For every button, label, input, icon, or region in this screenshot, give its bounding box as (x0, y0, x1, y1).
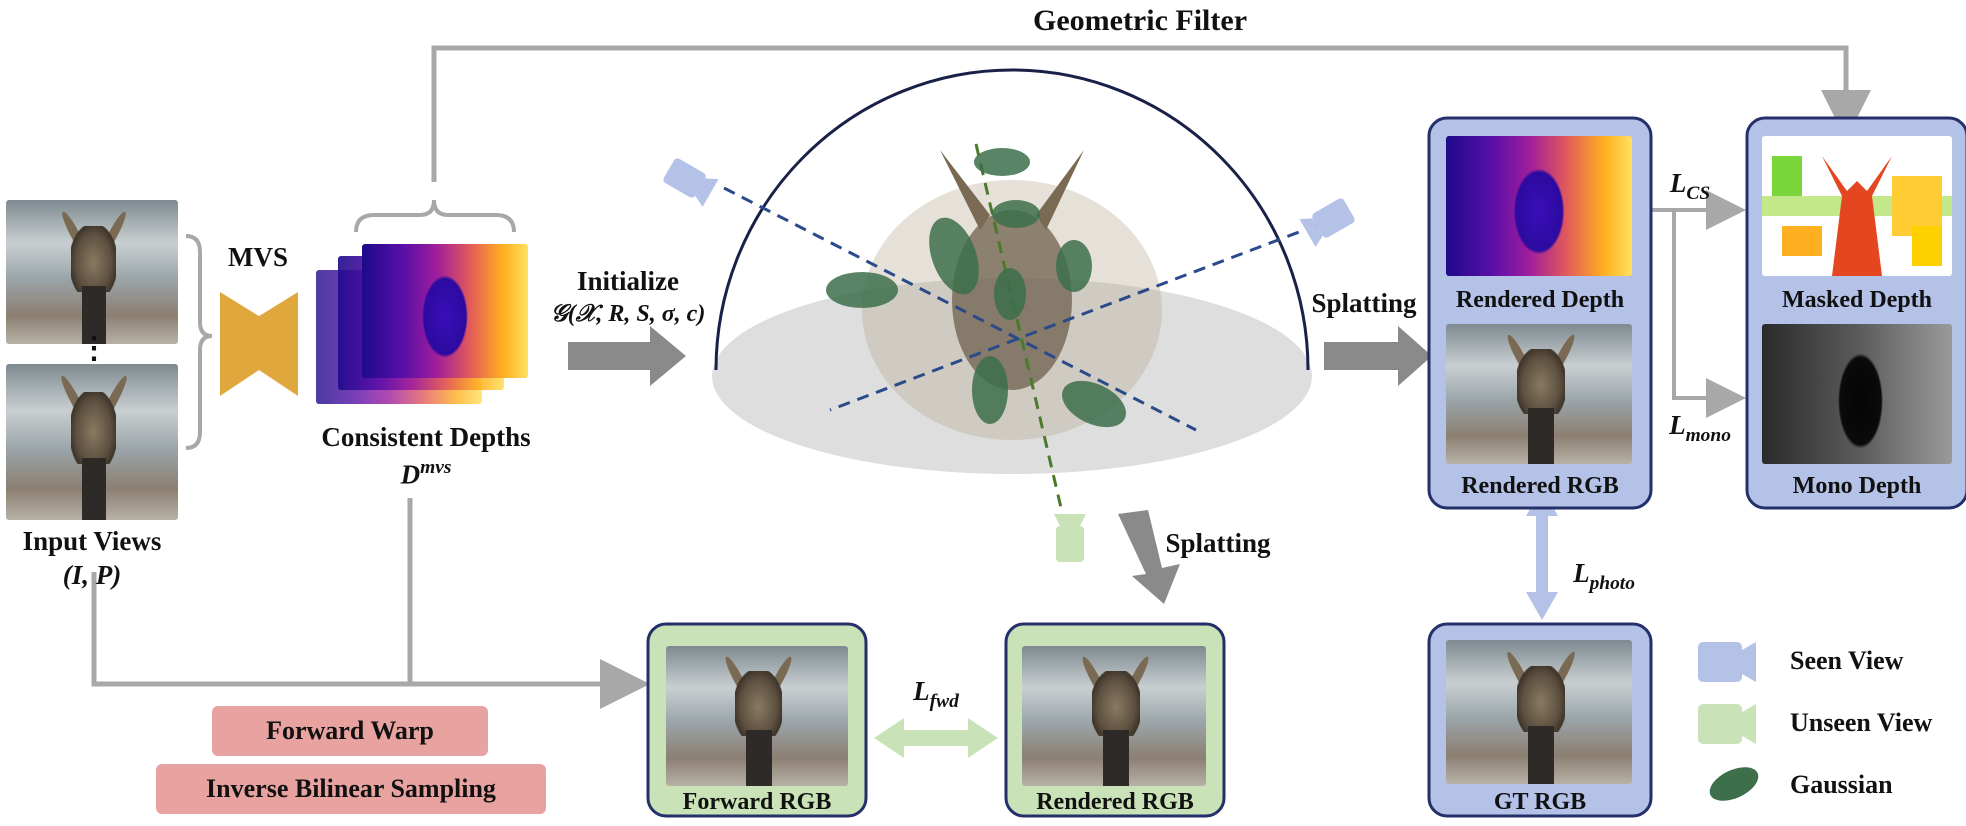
unseen-camera-icon (1054, 514, 1086, 562)
inverse-bilinear-pill: Inverse Bilinear Sampling (156, 764, 546, 814)
rendered-rgb-seen-label: Rendered RGB (1461, 473, 1619, 499)
rendered-rgb-unseen-image (1022, 646, 1206, 786)
input-view-2 (6, 364, 178, 520)
gaussian-4 (1056, 240, 1092, 292)
splat-right-arrow (1324, 326, 1432, 386)
input-views-math: (I, P) (62, 560, 122, 590)
lmono-line (1672, 210, 1746, 418)
geometric-filter-title: Geometric Filter (1032, 4, 1248, 37)
initialize-arrow (568, 326, 686, 386)
rendered-depth-image (1446, 136, 1632, 276)
seen-ray-2 (829, 216, 1337, 412)
gaussian-7 (1062, 380, 1126, 428)
legend-seen-label: Seen View (1790, 646, 1904, 675)
splatting-right-label: Splatting (1311, 288, 1417, 318)
photo-double-arrow (1526, 488, 1558, 620)
gaussian-5 (992, 200, 1040, 228)
initialize-label: Initialize (577, 266, 679, 296)
fwd-double-arrow (874, 718, 998, 758)
loss-fwd-label: Lfwd (913, 676, 959, 712)
mvs-label: MVS (228, 242, 288, 272)
unseen-ray (974, 143, 1064, 513)
loss-mono-label: Lmono (1669, 410, 1731, 446)
seen-camera-left-icon (663, 158, 719, 207)
depth-brace (354, 199, 516, 233)
gt-rgb-label: GT RGB (1493, 789, 1587, 815)
rendered-rgb-unseen-label: Rendered RGB (1036, 789, 1194, 815)
consistent-depths-label: Consistent Depths (321, 422, 531, 452)
forward-rgb-label: Forward RGB (682, 789, 832, 815)
gaussian-1 (974, 148, 1030, 176)
loss-photo-label: Lphoto (1573, 558, 1635, 594)
legend-gaussian-label: Gaussian (1790, 770, 1893, 799)
loss-cs-label: LCS (1669, 168, 1711, 204)
gaussian-6 (972, 356, 1008, 424)
forward-rgb-image (666, 646, 848, 786)
mono-depth-label: Mono Depth (1792, 473, 1922, 499)
ellipsis-label: ⋮ (79, 332, 109, 365)
geometric-filter-line (431, 45, 1871, 182)
forward-warp-pill: Forward Warp (212, 706, 488, 756)
seen-camera-right-icon (1299, 198, 1355, 247)
legend-gaussian-icon (1709, 767, 1759, 801)
forward-warp-line (91, 572, 650, 709)
masked-depth-image (1762, 136, 1952, 276)
mono-depth-image (1762, 324, 1952, 464)
gaussian-2 (929, 217, 979, 295)
gt-rgb-image (1446, 640, 1632, 784)
masked-depth-label: Masked Depth (1781, 287, 1933, 313)
gaussian-8 (994, 268, 1026, 320)
legend-unseen-camera-icon (1698, 704, 1756, 744)
seen-ray-1 (723, 186, 1197, 432)
input-view-1 (6, 200, 178, 344)
legend-seen-camera-icon (1698, 642, 1756, 682)
splat-down-arrow (1118, 510, 1180, 604)
gaussian-3 (826, 272, 898, 308)
rendered-depth-label: Rendered Depth (1455, 287, 1625, 313)
initialize-math: 𝒢(𝒳, R, S, σ, c) (550, 301, 706, 327)
d-mvs-label: Dmvs (400, 457, 452, 490)
rendered-rgb-seen-image (1446, 324, 1632, 464)
depth-map-front (362, 244, 528, 378)
legend-unseen-label: Unseen View (1790, 708, 1933, 737)
input-views-label: Input Views (22, 526, 162, 556)
scene-dome (714, 68, 1310, 371)
mvs-block (220, 292, 262, 396)
input-brace (185, 234, 213, 450)
splatting-down-label: Splatting (1165, 528, 1271, 558)
